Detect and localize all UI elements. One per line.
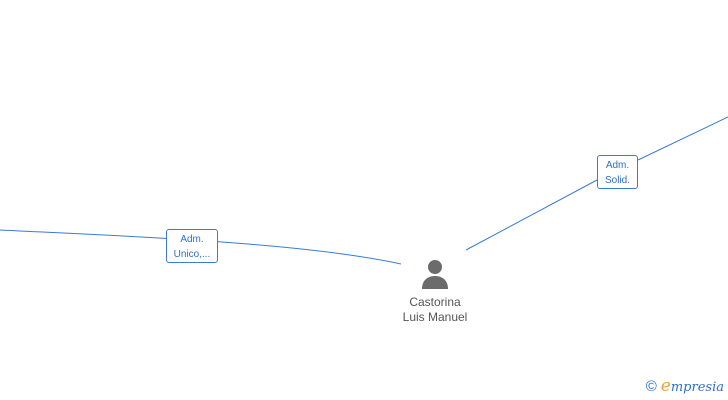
logo-rest: mpresia — [670, 380, 724, 395]
edge-label-adm-unico[interactable]: Adm. Unico,... — [166, 229, 218, 263]
copyright-icon: © — [645, 378, 657, 395]
edge-label-line: Solid. — [604, 175, 630, 186]
edge-label-line: Adm. — [605, 160, 630, 171]
person-icon — [422, 260, 448, 289]
person-node[interactable]: Castorina Luis Manuel — [393, 258, 477, 325]
edge-label-line: Adm. — [180, 234, 204, 245]
logo-initial: e — [660, 376, 671, 396]
person-name-line: Castorina — [409, 295, 461, 309]
person-name: Castorina Luis Manuel — [393, 295, 477, 325]
edge-label-adm-solid[interactable]: Adm. Solid. — [597, 155, 638, 189]
person-name-line: Luis Manuel — [402, 310, 468, 324]
brand-watermark: © empresia — [645, 377, 724, 397]
empresia-logo: empresia — [661, 377, 724, 397]
edge-right — [465, 116, 728, 251]
edge-label-line: Unico,... — [173, 249, 211, 260]
